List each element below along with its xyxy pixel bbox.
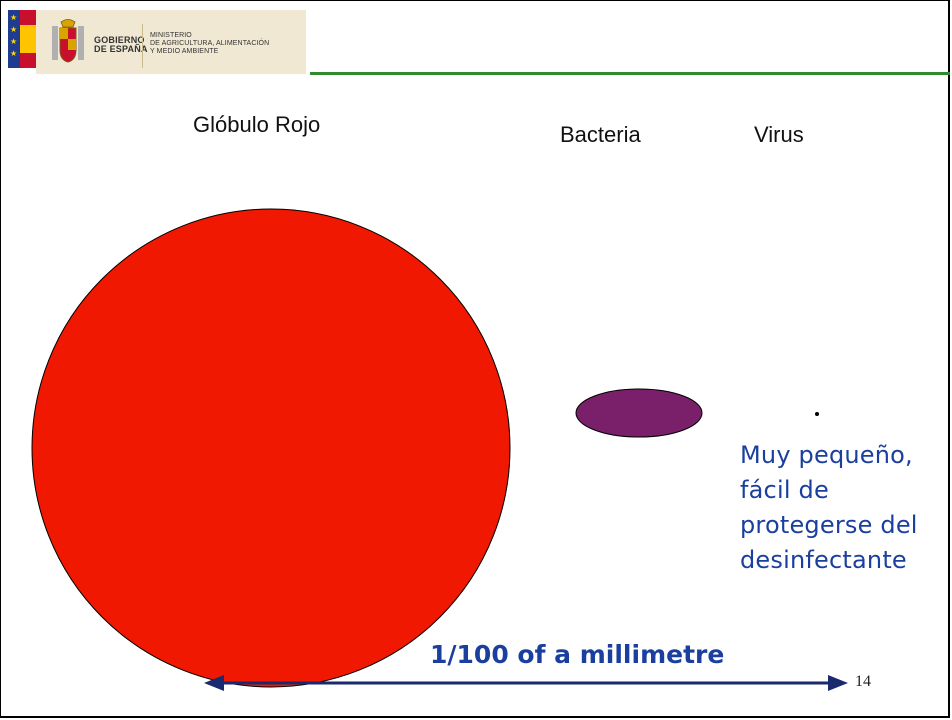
government-logo: GOBIERNO DE ESPAÑA MINISTERIO DE AGRICUL… [36,10,306,74]
spain-flag-icon [20,10,36,68]
bacteria-shape [575,388,703,438]
scale-label: 1/100 of a millimetre [430,640,725,669]
header: ★ ★ ★ ★ GOBIERNO DE ESPAÑA MINISTERIO DE… [0,0,952,78]
logo-separator [142,24,143,68]
scale-arrow [204,675,848,691]
government-label: GOBIERNO DE ESPAÑA [94,35,148,54]
virus-note: Muy pequeño, fácil de protegerse del des… [740,441,918,574]
coat-of-arms-icon [52,19,84,63]
page-number: 14 [855,673,871,690]
red-blood-cell-label: Glóbulo Rojo [193,112,321,137]
ministry-label: MINISTERIO DE AGRICULTURA, ALIMENTACIÓN … [150,32,270,55]
virus-dot [815,412,819,416]
bacteria-label: Bacteria [560,122,641,147]
virus-label: Virus [754,122,804,147]
header-rule [310,72,950,75]
eu-flag-icon: ★ ★ ★ ★ [8,10,20,68]
red-blood-cell-shape [31,208,511,688]
